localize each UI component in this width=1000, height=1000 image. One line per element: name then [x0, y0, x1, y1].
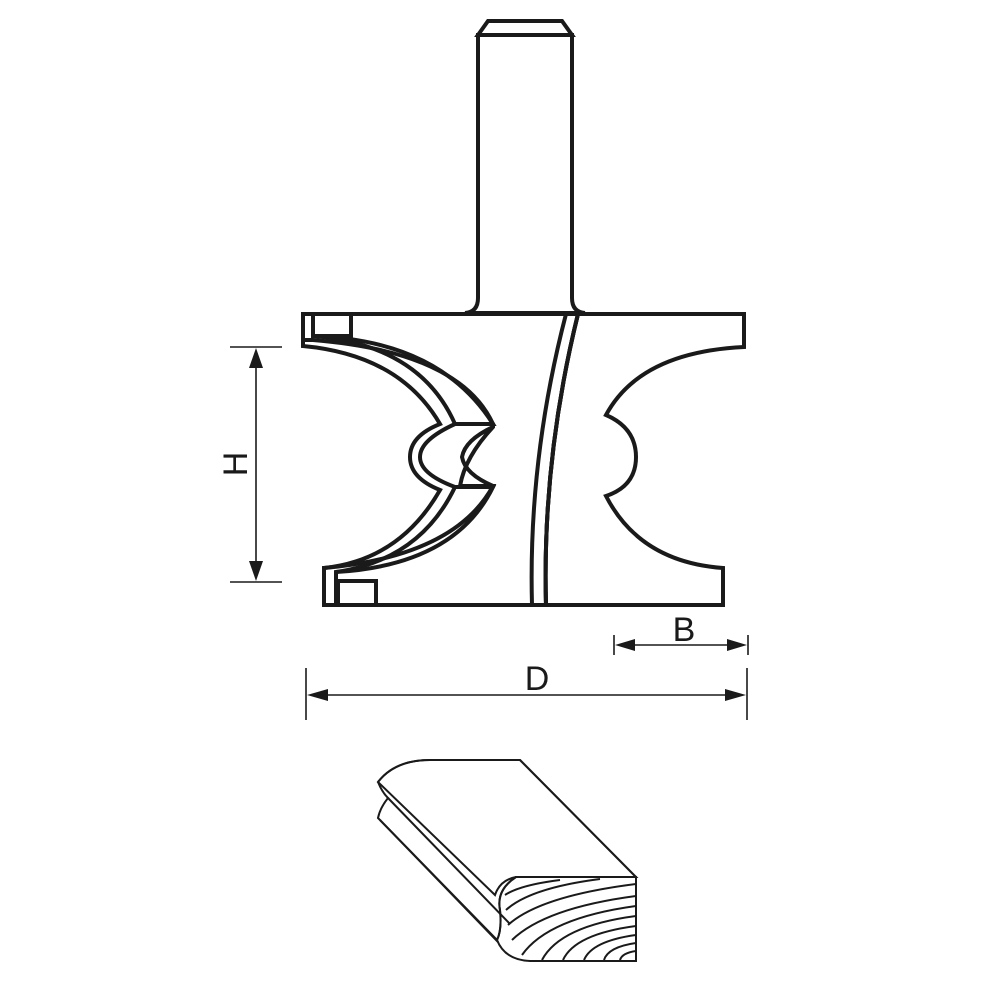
grain-ring: [507, 883, 637, 926]
grain-ring: [562, 925, 637, 961]
h-label: H: [217, 452, 255, 477]
grain-ring: [505, 878, 601, 911]
carbide-edge-strip: [301, 312, 458, 607]
grain-ring: [583, 934, 637, 961]
dimension-d: D: [305, 660, 748, 720]
shank-body: [464, 33, 586, 315]
bottom-notch: [336, 579, 378, 607]
shank-chamfer: [474, 19, 576, 37]
cutter-groove-line-a: [529, 313, 568, 606]
shank: [464, 19, 586, 315]
wood-bead-line: [387, 797, 511, 925]
h-arrow-bottom: [249, 561, 263, 581]
grain-ring: [603, 942, 637, 961]
grain-ring: [521, 905, 637, 956]
d-arrow-left: [307, 689, 328, 701]
grain-ring: [511, 895, 637, 941]
wood-lower-edge-line: [379, 819, 499, 943]
inner-profile-upper: [312, 334, 497, 426]
b-arrow-left: [615, 639, 635, 651]
h-arrow-top: [249, 348, 263, 368]
cutter-body: [301, 312, 746, 607]
dimension-b: B: [613, 611, 749, 655]
inner-profile-lower: [335, 485, 497, 574]
wood-moulding: [376, 759, 639, 962]
wood-end-grain-face: [495, 876, 637, 962]
inner-bead-cove: [459, 425, 494, 488]
d-arrow-right: [725, 689, 746, 701]
dimension-h: H: [217, 346, 282, 583]
cutter-right-profile: [543, 312, 746, 607]
grain-ring: [541, 915, 637, 961]
b-label: B: [673, 611, 696, 649]
top-notch: [311, 312, 353, 338]
b-arrow-right: [727, 639, 747, 651]
d-label: D: [525, 660, 550, 698]
wood-grain-rings: [504, 878, 637, 961]
grain-ring: [619, 950, 637, 961]
cutter-groove-line-b: [543, 313, 580, 606]
grain-ring: [504, 879, 561, 896]
